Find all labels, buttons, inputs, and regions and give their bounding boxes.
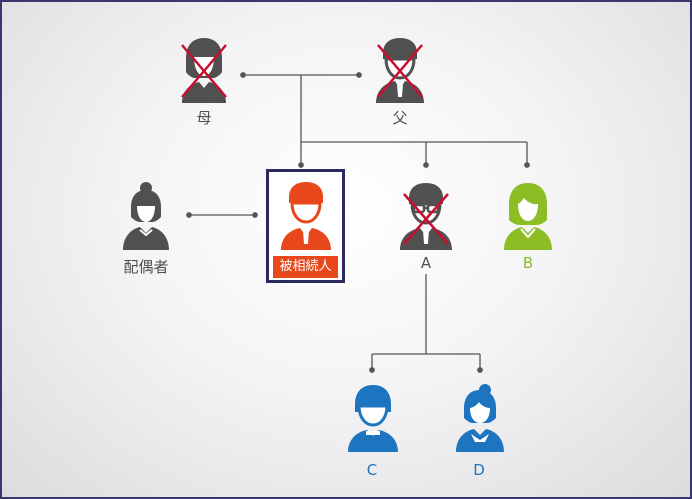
c-label: C — [366, 461, 378, 479]
a-icon — [400, 183, 452, 250]
decedent-label: 被相続人 — [273, 256, 338, 278]
d-label: D — [473, 461, 485, 479]
spouse-label: 配偶者 — [123, 258, 169, 276]
c-icon — [348, 385, 398, 452]
father-label: 父 — [392, 109, 408, 127]
mother-label: 母 — [196, 109, 212, 127]
mother-icon — [181, 38, 227, 103]
b-icon — [504, 183, 552, 250]
decedent-icon — [281, 182, 331, 250]
a-label: A — [420, 254, 432, 272]
d-icon — [456, 384, 504, 452]
father-icon — [376, 38, 424, 103]
b-label: B — [522, 254, 534, 272]
decedent-card: 被相続人 — [266, 169, 345, 283]
spouse-icon — [123, 182, 169, 250]
